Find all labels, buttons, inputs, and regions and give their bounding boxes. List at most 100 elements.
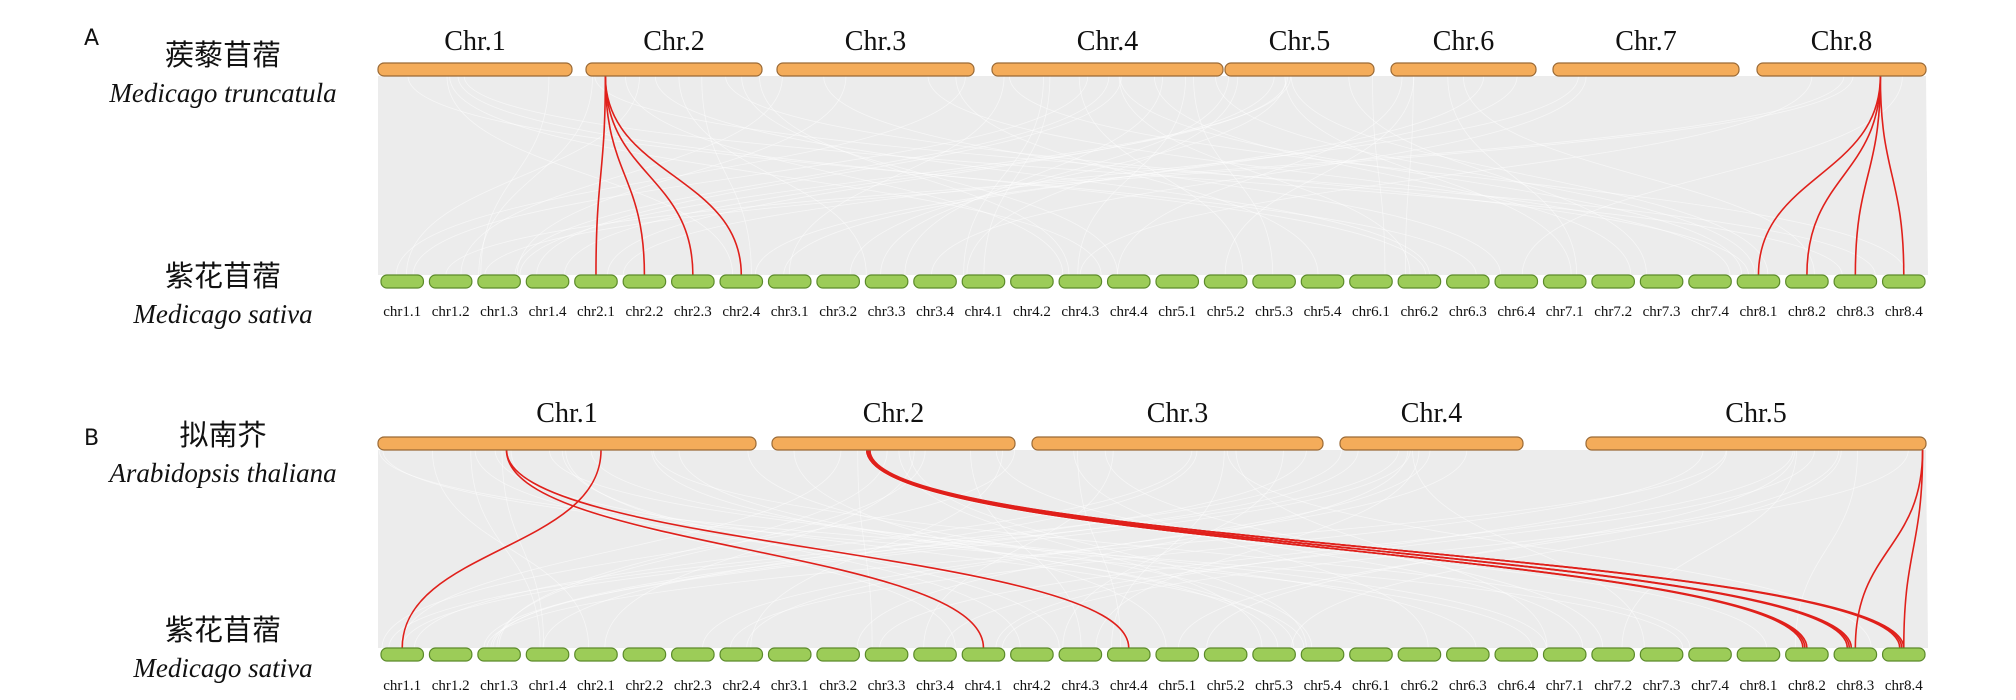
background-link (1372, 75, 1386, 276)
bottom-chromosome-bar (961, 274, 1006, 289)
top-chromosome-label: Chr.3 (845, 26, 906, 57)
bottom-chromosome-label: chr5.1 (1158, 678, 1196, 694)
bottom-chromosome-label: chr6.4 (1497, 678, 1535, 694)
background-link (927, 75, 1731, 276)
bottom-chromosome-bar (1688, 647, 1732, 662)
bottom-chromosome-bar (913, 647, 957, 662)
bottom-chromosome-label: chr6.3 (1449, 304, 1487, 320)
bottom-chromosome-bar (1106, 647, 1151, 662)
background-link (966, 75, 1239, 276)
bottom-chromosome-bar (380, 274, 425, 289)
top-chromosome-label: Chr.3 (1147, 398, 1208, 429)
bottom-chromosome-label: chr3.2 (819, 304, 857, 320)
bottom-chromosome-label: chr2.3 (674, 304, 712, 320)
background-link (865, 449, 1767, 649)
top-chromosome-bar (1224, 62, 1375, 77)
bottom-chromosome-bar (671, 647, 715, 662)
top-chromosome-bar (585, 62, 763, 77)
bottom-chromosome-bar (1397, 647, 1442, 662)
bottom-chromosome-label: chr2.3 (674, 678, 712, 694)
bottom-chromosome-bar (622, 647, 667, 662)
bottom-chromosome-bar (1203, 647, 1248, 662)
background-link (1062, 449, 1284, 649)
background-link (1290, 75, 1769, 276)
synteny-link-chr2-chr2-2 (604, 75, 646, 276)
background-link (1447, 75, 1578, 276)
bottom-chromosome-label: chr6.4 (1497, 304, 1535, 320)
bottom-chromosome-bar (428, 274, 473, 289)
bottom-chromosome-label: chr4.3 (1061, 678, 1099, 694)
bottom-chromosome-bar (1591, 274, 1635, 289)
background-link (849, 75, 1287, 276)
background-link (412, 75, 1089, 276)
background-link (750, 449, 1003, 649)
bottom-chromosome-bar (1010, 274, 1054, 289)
bottom-chromosome-label: chr4.4 (1110, 678, 1148, 694)
chromosome-bars-layer (377, 62, 1927, 662)
background-link (470, 449, 541, 649)
background-link (1795, 449, 1858, 649)
synteny-link-chr8-chr8-4 (1879, 75, 1905, 276)
panel-letter-a: A (84, 26, 99, 51)
bottom-chromosome-bar (913, 274, 957, 289)
bottom-chromosome-label: chr7.4 (1691, 678, 1729, 694)
bottom-chromosome-bar (1058, 647, 1103, 662)
bottom-chromosome-bar (1397, 274, 1442, 289)
bottom-chromosome-bar (1300, 647, 1345, 662)
top-chromosome-bar (1585, 436, 1927, 451)
bottom-chromosome-label: chr2.2 (625, 678, 663, 694)
bottom-chromosome-label: chr5.3 (1255, 678, 1293, 694)
background-link (702, 449, 1468, 649)
bottom-chromosome-label: chr6.2 (1400, 678, 1438, 694)
background-link (1621, 449, 1797, 649)
bottom-chromosome-label: chr4.3 (1061, 304, 1099, 320)
background-link (747, 449, 1313, 649)
background-link (1009, 75, 1907, 276)
background-link (725, 75, 1749, 276)
top-chromosome-bar (1390, 62, 1537, 77)
background-synteny-layer (378, 75, 1928, 649)
background-link (970, 449, 1082, 649)
background-link (678, 449, 1279, 649)
bottom-chromosome-bar (767, 647, 812, 662)
background-link (1078, 75, 1244, 276)
panel-letter-b: B (84, 426, 99, 451)
bottom-chromosome-label: chr2.2 (625, 304, 663, 320)
bottom-chromosome-label: chr1.1 (383, 678, 421, 694)
bottom-chromosome-bar (1252, 274, 1296, 289)
background-link (759, 75, 1070, 276)
top-chromosome-label: Chr.6 (1433, 26, 1494, 57)
background-link (1404, 75, 1414, 276)
synteny-link-chr1-chr1-1 (401, 449, 602, 649)
background-link (741, 75, 1118, 276)
bottom-chromosome-bar (1349, 647, 1393, 662)
bottom-chromosome-label: chr8.4 (1885, 678, 1923, 694)
top-chromosome-bar (771, 436, 1016, 451)
background-link (1077, 449, 1122, 649)
bottom-chromosome-bar (816, 647, 860, 662)
bottom-species-latin-b: Medicago sativa (132, 653, 312, 683)
synteny-link-chr1-chr4-4 (505, 449, 1130, 649)
background-link (730, 449, 1704, 649)
bottom-chromosome-bar (1106, 274, 1151, 289)
background-link (963, 75, 1044, 276)
bottom-chromosome-label: chr3.4 (916, 304, 954, 320)
bottom-chromosome-bar (1155, 274, 1200, 289)
bottom-chromosome-bar (1688, 274, 1732, 289)
synteny-link-chr2-chr2-1 (595, 75, 607, 276)
top-chromosome-label: Chr.1 (444, 26, 505, 57)
bottom-chromosome-bar (1058, 274, 1103, 289)
background-link (1412, 449, 1645, 649)
top-chromosome-bar (991, 62, 1224, 77)
background-link (590, 449, 1477, 649)
bottom-chromosome-label: chr2.1 (577, 304, 615, 320)
bottom-chromosome-bar (428, 647, 473, 662)
background-link (1119, 75, 1743, 276)
synteny-link-chr8-chr8-1 (1757, 75, 1882, 276)
bottom-chromosome-bar (1446, 647, 1490, 662)
synteny-link-chr5-chr8-3 (1854, 449, 1924, 649)
background-link (1348, 75, 1647, 276)
bottom-chromosome-bar (1010, 647, 1054, 662)
top-chromosome-bar (1756, 62, 1927, 77)
